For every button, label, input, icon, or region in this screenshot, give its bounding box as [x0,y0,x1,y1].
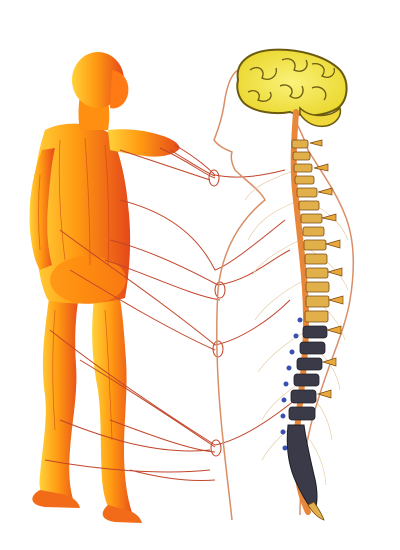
vertebrae-upper [291,139,330,323]
figure-muscle-lines [38,137,113,441]
brain-shape [236,48,348,117]
figure-back-leg [92,290,135,520]
ganglia [208,169,226,457]
body-outline [213,69,355,521]
ganglion-2 [214,281,226,299]
brain-folds [247,58,336,102]
figure-face [110,70,129,109]
figure-torso [33,123,131,304]
vertebral-column [280,139,344,521]
figure-foot-left [32,490,80,508]
spinal-nerve-roots [280,317,303,451]
brain [236,48,348,128]
figure-right-arm [108,129,180,157]
ganglion-4 [210,439,222,457]
figure-left-arm [29,148,55,270]
vertebral-processes [309,139,344,399]
figure-front-leg [39,290,80,505]
cerebellum [299,106,342,128]
coccyx [307,501,325,521]
muscular-figure [29,52,180,523]
ganglion-1 [208,169,220,187]
vertebrae-lower [288,325,328,421]
figure-foot-right [102,505,142,523]
ganglion-3 [212,340,224,358]
